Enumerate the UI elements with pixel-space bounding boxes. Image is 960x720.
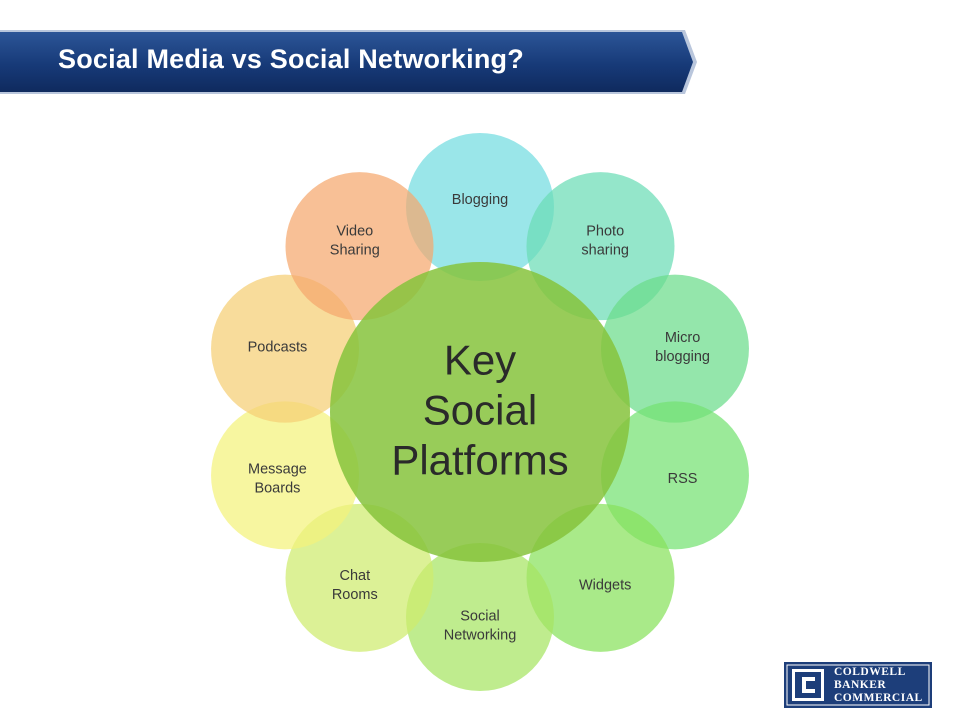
petal-circle-micro-blogging <box>600 274 749 423</box>
petal-circle-video-sharing <box>285 172 434 321</box>
company-logo: COLDWELL BANKER COMMERCIAL <box>784 662 932 708</box>
center-label-line: Platforms <box>391 437 568 484</box>
petal-label-photo-sharing: Photo sharing <box>581 223 629 258</box>
petal-label-social-networking-line: Social <box>460 609 500 625</box>
petal-label-podcasts: Podcasts <box>248 339 308 355</box>
petal-label-podcasts-line: Podcasts <box>248 339 308 355</box>
petal-circle-message-boards <box>211 401 360 550</box>
petal-label-micro-blogging-line: blogging <box>655 349 710 365</box>
petal-label-photo-sharing-line: Photo <box>586 223 624 239</box>
petal-label-rss: RSS <box>668 471 698 487</box>
petal-label-message-boards-line: Message <box>248 461 307 477</box>
petal-label-widgets: Widgets <box>579 577 631 593</box>
petal-circle-chat-rooms <box>285 503 434 652</box>
petal-micro-blogging: Micro blogging <box>600 274 749 423</box>
petal-circle-widgets <box>526 503 675 652</box>
petal-label-blogging: Blogging <box>452 192 508 208</box>
petal-podcasts: Podcasts <box>211 274 360 423</box>
petal-photo-sharing: Photo sharing <box>526 172 675 321</box>
logo-wordmark: COLDWELL BANKER COMMERCIAL <box>834 666 926 705</box>
petal-label-blogging-line: Blogging <box>452 192 508 208</box>
petal-label-video-sharing-line: Sharing <box>330 242 380 258</box>
center-circle <box>330 262 630 562</box>
petal-blogging: Blogging <box>406 133 554 281</box>
petal-label-chat-rooms-line: Rooms <box>332 587 378 603</box>
center-label-line: Key <box>444 337 516 384</box>
petal-rss: RSS <box>600 401 749 550</box>
petal-label-message-boards-line: Boards <box>254 480 300 496</box>
petal-label-micro-blogging-line: Micro <box>665 330 700 346</box>
petal-label-chat-rooms-line: Chat <box>339 568 370 584</box>
petal-widgets: Widgets <box>526 503 675 652</box>
petal-label-social-networking-line: Networking <box>444 628 517 644</box>
petal-circle-podcasts <box>211 274 360 423</box>
petal-circle-rss <box>600 401 749 550</box>
page-title: Social Media vs Social Networking? <box>58 44 524 74</box>
logo-line-3: COMMERCIAL <box>834 692 923 704</box>
petal-label-photo-sharing-line: sharing <box>581 242 629 258</box>
title-banner: Social Media vs Social Networking? <box>0 30 700 94</box>
petal-label-micro-blogging: Micro blogging <box>655 330 710 365</box>
petal-circle-photo-sharing <box>526 172 675 321</box>
petal-circle-blogging <box>406 133 554 281</box>
petal-circle-social-networking <box>406 543 554 691</box>
center-label-line: Social <box>423 387 537 434</box>
logo-line-2: BANKER <box>834 679 887 691</box>
petal-label-video-sharing-line: Video <box>336 223 373 239</box>
petal-label-rss-line: RSS <box>668 471 698 487</box>
petal-label-widgets-line: Widgets <box>579 577 631 593</box>
logo-line-1: COLDWELL <box>834 666 906 678</box>
